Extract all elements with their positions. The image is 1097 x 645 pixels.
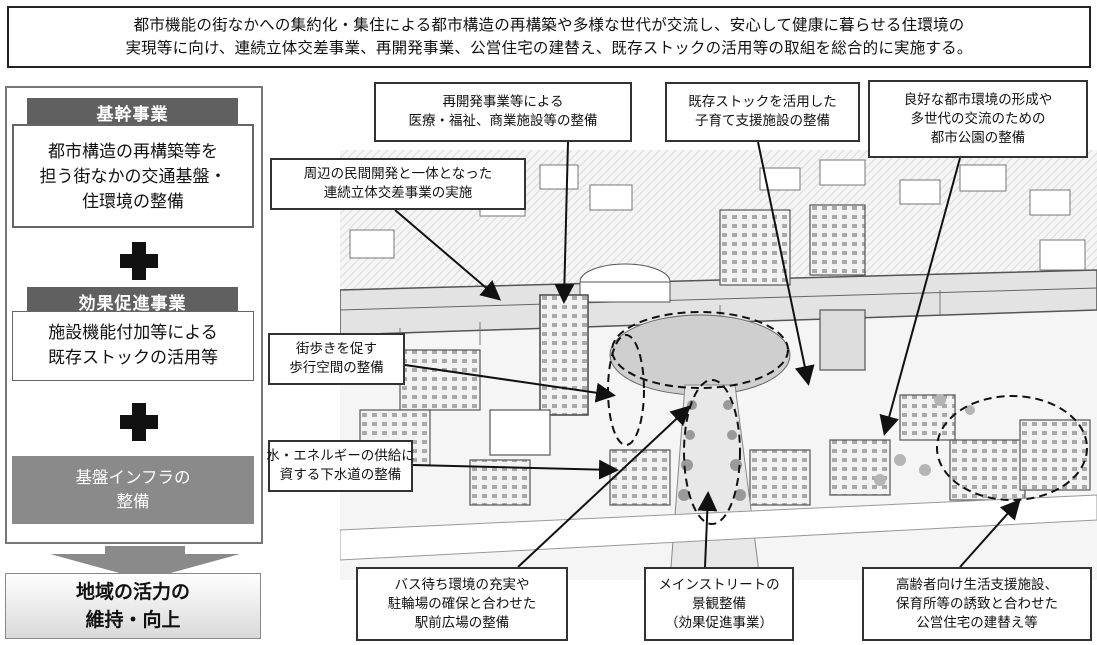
callout-line: 連続立体交差事業の実施 <box>323 185 473 201</box>
down-arrow-icon <box>50 546 240 580</box>
callout-line: メインストリートの <box>658 576 780 593</box>
header-statement: 都市機能の街なかへの集約化・集住による都市構造の再構築や多様な世代が交流し、安心… <box>7 6 1091 68</box>
infrastructure-line-1: 基盤インフラの <box>75 468 191 487</box>
plus-icon <box>120 242 158 280</box>
callout-line: 街歩きを促す <box>296 341 377 357</box>
callout-grade-separation: 周辺の民間開発と一体となった 連続立体交差事業の実施 <box>270 158 526 210</box>
promotion-project-label: 効果促進事業 <box>27 287 238 315</box>
infrastructure-line-2: 整備 <box>116 492 150 511</box>
callout-line: 再開発事業等による <box>442 94 564 110</box>
callout-line: 駐輪場の確保と合わせた <box>387 595 537 612</box>
callout-line: 歩行空間の整備 <box>289 360 384 376</box>
callout-line: （効果促進事業） <box>665 614 773 631</box>
result-box: 地域の活力の 維持・向上 <box>5 573 261 639</box>
core-project-box: 都市構造の再構築等を 担う街なかの交通基盤・ 住環境の整備 <box>12 124 254 228</box>
callout-line: 保育所等の誘致と合わせた <box>896 595 1058 612</box>
callout-line: 水・エネルギーの供給に <box>266 448 415 464</box>
callout-park: 良好な都市環境の形成や 多世代の交流のための 都市公園の整備 <box>868 80 1088 158</box>
callout-bus-plaza: バス待ち環境の充実や 駐輪場の確保と合わせた 駅前広場の整備 <box>356 567 568 641</box>
callout-line: 周辺の民間開発と一体となった <box>303 166 493 182</box>
infrastructure-box: 基盤インフラの 整備 <box>12 456 254 524</box>
header-line-1: 都市機能の街なかへの集約化・集住による都市構造の再構築や多様な世代が交流し、安心… <box>133 16 965 34</box>
callout-line: 公営住宅の建替え等 <box>916 614 1038 631</box>
callout-childcare: 既存ストックを活用した 子育て支援施設の整備 <box>665 82 860 142</box>
callout-redevelopment: 再開発事業等による 医療・福祉、商業施設等の整備 <box>374 82 632 142</box>
callout-line: 都市公園の整備 <box>930 129 1026 146</box>
header-line-2: 実現等に向け、連続立体交差事業、再開発事業、公営住宅の建替え、既存ストックの活用… <box>125 39 973 57</box>
result-line-2: 維持・向上 <box>85 609 181 631</box>
callout-line: 既存ストックを活用した <box>688 94 837 110</box>
callout-line: バス待ち環境の充実や <box>394 576 530 593</box>
promotion-project-line-2: 既存ストックの活用等 <box>48 348 218 368</box>
callout-public-housing: 高齢者向け生活支援施設、 保育所等の誘致と合わせた 公営住宅の建替え等 <box>862 567 1092 641</box>
promotion-project-line-1: 施設機能付加等による <box>48 323 218 343</box>
callout-line: 多世代の交流のための <box>910 110 1046 127</box>
callout-line: 駅前広場の整備 <box>414 614 510 631</box>
callout-line: 景観整備 <box>692 595 746 612</box>
callout-line: 資する下水道の整備 <box>279 467 402 483</box>
callout-line: 子育て支援施設の整備 <box>695 113 830 129</box>
callout-line: 医療・福祉、商業施設等の整備 <box>408 113 598 129</box>
core-project-label: 基幹事業 <box>27 98 238 126</box>
city-aerial-illustration <box>340 150 1097 580</box>
callout-sewer: 水・エネルギーの供給に 資する下水道の整備 <box>266 440 415 492</box>
core-project-line-1: 都市構造の再構築等を <box>48 141 218 162</box>
core-project-line-2: 担う街なかの交通基盤・ <box>39 166 227 187</box>
callout-main-street: メインストリートの 景観整備 （効果促進事業） <box>644 567 794 641</box>
callout-line: 良好な都市環境の形成や <box>903 91 1053 108</box>
callout-line: 高齢者向け生活支援施設、 <box>896 576 1058 593</box>
result-line-1: 地域の活力の <box>75 581 190 603</box>
promotion-project-box: 施設機能付加等による 既存ストックの活用等 <box>12 311 254 381</box>
core-project-line-3: 住環境の整備 <box>82 191 184 212</box>
plus-icon <box>120 403 158 441</box>
callout-walkway: 街歩きを促す 歩行空間の整備 <box>268 333 405 385</box>
